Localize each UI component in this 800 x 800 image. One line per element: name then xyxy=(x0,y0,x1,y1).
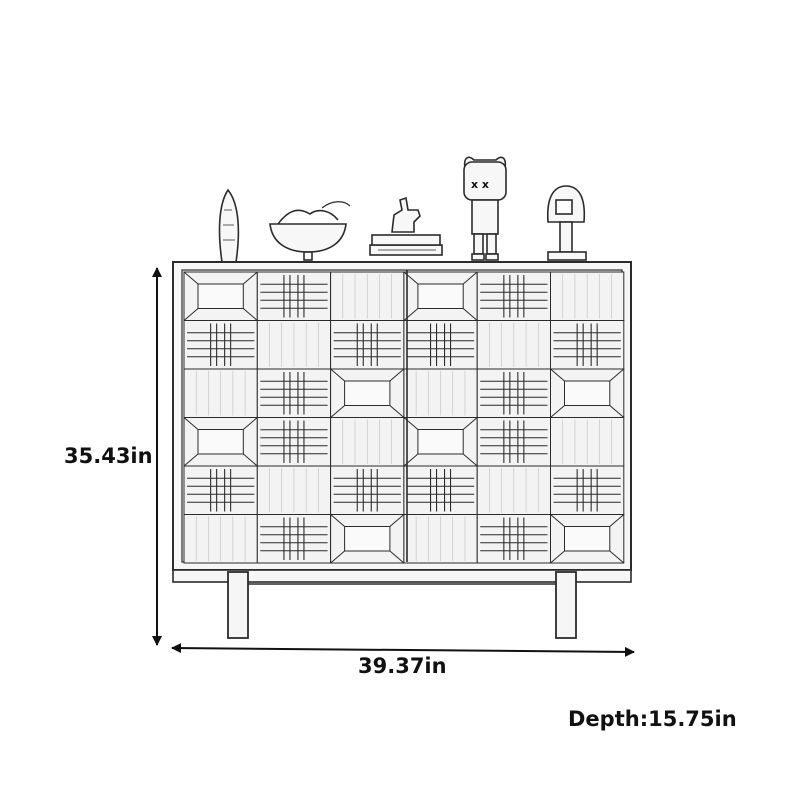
panel-pyramid xyxy=(403,271,478,321)
panel-grid xyxy=(256,368,332,418)
books-with-figurine-icon xyxy=(369,196,443,256)
toy-figure-icon: x x xyxy=(463,156,507,261)
width-dimension-label: 39.37in xyxy=(358,654,447,678)
panel-plain xyxy=(183,514,258,564)
panel-plain xyxy=(476,320,552,370)
depth-dimension-label: Depth:15.75in xyxy=(568,707,737,731)
mushroom-lamp-icon xyxy=(546,185,587,261)
svg-text:x x: x x xyxy=(471,178,489,191)
panel-pyramid xyxy=(330,514,405,564)
panel-grid xyxy=(476,514,552,564)
left-leg xyxy=(227,571,249,639)
height-dimension-label: 35.43in xyxy=(64,444,153,468)
panel-pyramid xyxy=(183,271,258,321)
panel-grid xyxy=(183,465,258,515)
panel-plain xyxy=(256,465,332,515)
panel-plain xyxy=(256,320,332,370)
panel-grid xyxy=(476,271,552,321)
panel-pyramid xyxy=(550,368,625,418)
panel-grid xyxy=(550,320,625,370)
bowl-icon xyxy=(269,201,351,261)
door-panels xyxy=(183,271,625,564)
panel-grid xyxy=(550,465,625,515)
panel-grid xyxy=(330,320,405,370)
panel-plain xyxy=(476,465,552,515)
panel-grid xyxy=(256,417,332,467)
panel-grid xyxy=(476,417,552,467)
panel-pyramid xyxy=(183,417,258,467)
panel-plain xyxy=(550,417,625,467)
vase-icon xyxy=(218,188,240,263)
panel-grid xyxy=(330,465,405,515)
panel-pyramid xyxy=(403,417,478,467)
panel-plain xyxy=(403,368,478,418)
right-leg xyxy=(555,571,577,639)
panel-grid xyxy=(403,465,478,515)
panel-plain xyxy=(330,417,405,467)
cabinet-base-rail xyxy=(172,569,632,583)
panel-plain xyxy=(550,271,625,321)
width-dimension-arrow xyxy=(171,643,635,657)
panel-plain xyxy=(183,368,258,418)
panel-pyramid xyxy=(330,368,405,418)
sideboard-cabinet xyxy=(172,261,632,639)
panel-plain xyxy=(403,514,478,564)
panel-pyramid xyxy=(550,514,625,564)
panel-grid xyxy=(403,320,478,370)
panel-grid xyxy=(183,320,258,370)
panel-grid xyxy=(256,271,332,321)
panel-grid xyxy=(256,514,332,564)
panel-plain xyxy=(330,271,405,321)
panel-grid xyxy=(476,368,552,418)
